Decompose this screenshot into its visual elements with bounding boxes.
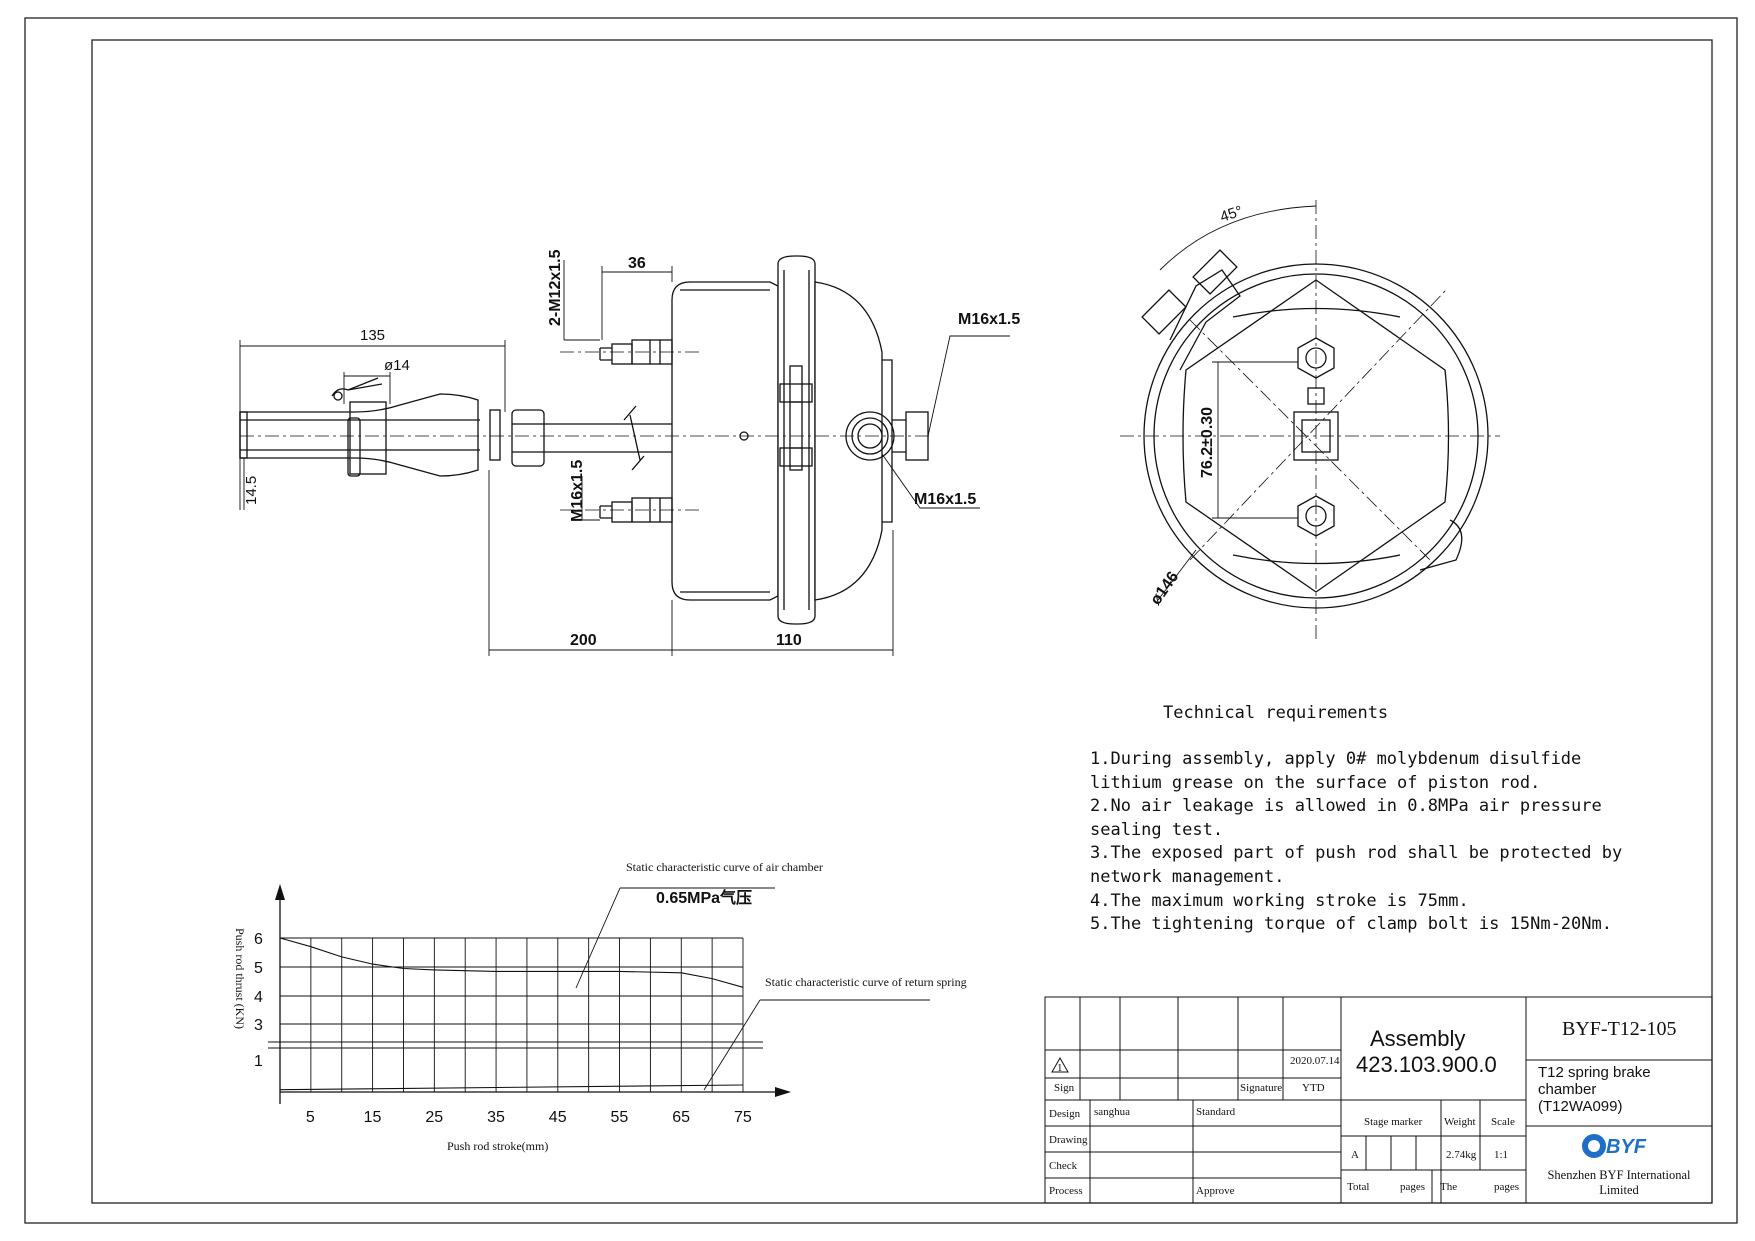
- tech-requirement-3: 3.The exposed part of push rod shall be …: [1090, 843, 1623, 887]
- tb-standard: Standard: [1196, 1106, 1236, 1118]
- dim-m16-left: M16x1.5: [569, 460, 586, 522]
- dim-76-2: 76.2±0.30: [1199, 407, 1216, 478]
- dim-m16-mid: M16x1.5: [914, 491, 976, 508]
- x-tick-label: 15: [364, 1109, 382, 1126]
- chart-series: [279, 937, 744, 1091]
- tb-drawing-number: BYF-T12-105: [1562, 1018, 1676, 1040]
- y-axis-arrow: [275, 884, 285, 900]
- tech-requirements-title: Technical requirements: [1163, 703, 1389, 723]
- tb-ytd: YTD: [1302, 1082, 1325, 1094]
- side-dimension-lines: [1157, 205, 1317, 601]
- x-tick-label: 75: [734, 1109, 752, 1126]
- y-tick-label: 4: [254, 989, 263, 1006]
- x-tick-label: 55: [611, 1109, 629, 1126]
- tech-requirement-2: 2.No air leakage is allowed in 0.8MPa ai…: [1090, 796, 1602, 840]
- tb-designer: sanghua: [1094, 1106, 1130, 1118]
- dim-m16-top: M16x1.5: [958, 311, 1020, 328]
- dim-2-m12: 2-M12x1.5: [547, 249, 564, 326]
- series-return-spring: [279, 1084, 744, 1091]
- tech-requirement-1: 1.During assembly, apply 0# molybdenum d…: [1090, 749, 1582, 793]
- tb-signature: Signature: [1240, 1082, 1282, 1094]
- tb-total: Total: [1347, 1181, 1369, 1193]
- tb-stage-value: A: [1351, 1149, 1359, 1161]
- y-tick-label: 1: [254, 1053, 263, 1070]
- annotation-pressure: 0.65MPa气压: [656, 888, 752, 907]
- x-tick-label: 35: [487, 1109, 505, 1126]
- main-centre-lines: [240, 351, 930, 511]
- tb-approve: Approve: [1196, 1185, 1235, 1197]
- x-tick-label: 45: [549, 1109, 567, 1126]
- warning-symbol: 1: [1057, 1062, 1063, 1074]
- dim-200: 200: [570, 632, 597, 649]
- annotation-return-spring: Static characteristic curve of return sp…: [765, 975, 967, 989]
- dim-14-5: 14.5: [243, 476, 260, 505]
- side-view: [1141, 249, 1489, 609]
- x-axis-arrow: [775, 1087, 791, 1097]
- dim-110: 110: [776, 632, 802, 649]
- tb-pages-2: pages: [1494, 1181, 1519, 1193]
- annotation-air-chamber: Static characteristic curve of air chamb…: [626, 860, 823, 874]
- tb-pages-1: pages: [1400, 1181, 1425, 1193]
- tech-requirements-list: 1.During assembly, apply 0# molybdenum d…: [1090, 748, 1650, 937]
- inner-frame: [91, 39, 1713, 1204]
- dim-36: 36: [628, 255, 646, 272]
- dim-diameter-14: ø14: [384, 357, 410, 374]
- chart-x-label: Push rod stroke(mm): [447, 1139, 548, 1153]
- tb-company: Shenzhen BYF International Limited: [1547, 1168, 1691, 1197]
- tech-requirement-4: 4.The maximum working stroke is 75mm.: [1090, 890, 1469, 911]
- tb-weight-label: Weight: [1444, 1116, 1476, 1128]
- tb-part-number: 423.103.900.0: [1356, 1052, 1497, 1077]
- main-view: [239, 255, 929, 625]
- x-tick-label: 25: [425, 1109, 443, 1126]
- outer-border: [24, 17, 1738, 1224]
- series-air-chamber: [279, 937, 744, 988]
- chart-y-label: Push rod thrust (KN): [233, 928, 247, 1029]
- tb-weight-value: 2.74kg: [1446, 1149, 1477, 1161]
- tb-design: Design: [1049, 1108, 1081, 1120]
- chart-grid: [268, 884, 791, 1104]
- side-centre-lines: [1120, 200, 1500, 640]
- y-tick-label: 3: [254, 1017, 263, 1034]
- tech-requirement-5: 5.The tightening torque of clamp bolt is…: [1090, 914, 1612, 935]
- tb-the: The: [1440, 1181, 1457, 1193]
- tb-scale-value: 1:1: [1494, 1149, 1508, 1161]
- x-tick-label: 65: [672, 1109, 690, 1126]
- tb-stage-marker: Stage marker: [1364, 1116, 1423, 1128]
- tb-drawing: Drawing: [1049, 1134, 1088, 1146]
- tb-assembly: Assembly: [1370, 1026, 1465, 1051]
- x-tick-label: 5: [306, 1109, 315, 1126]
- y-tick-label: 6: [254, 931, 263, 948]
- tb-product-name: T12 spring brake chamber (T12WA099): [1538, 1064, 1651, 1115]
- y-tick-label: 5: [254, 960, 263, 977]
- tb-process: Process: [1049, 1185, 1083, 1197]
- logo-text: BYF: [1606, 1136, 1647, 1158]
- dim-135: 135: [360, 327, 385, 344]
- dim-45-deg: 45°: [1218, 203, 1245, 226]
- tb-date: 2020.07.14: [1290, 1055, 1340, 1067]
- tb-check: Check: [1049, 1160, 1078, 1172]
- tb-sign: Sign: [1054, 1082, 1075, 1094]
- chart-leaders: [575, 887, 930, 1091]
- byf-logo: BYF: [1582, 1134, 1647, 1158]
- title-block: [1044, 996, 1713, 1204]
- main-dimension-lines: [239, 260, 1010, 656]
- tb-scale-label: Scale: [1491, 1116, 1515, 1128]
